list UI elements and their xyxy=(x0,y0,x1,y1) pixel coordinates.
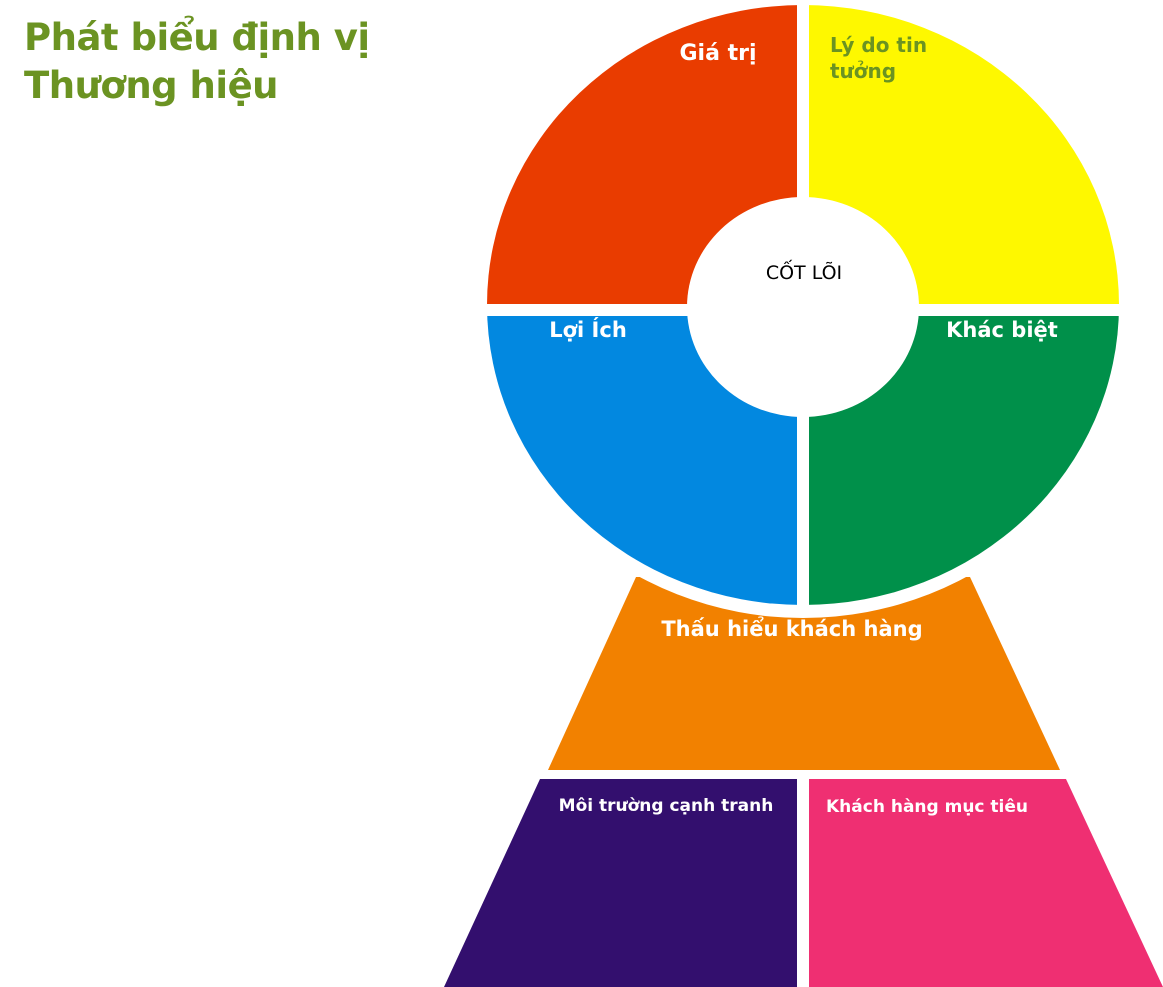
difference-label: Khác biệt xyxy=(946,318,1058,342)
target-segment xyxy=(809,779,1163,987)
reason-label-1: Lý do tin xyxy=(830,33,927,57)
target-label: Khách hàng mục tiêu xyxy=(826,797,1028,817)
divider-bottom xyxy=(797,770,809,987)
reason-label-2: tưởng xyxy=(830,59,896,83)
core-label: CỐT LÕI xyxy=(766,258,842,284)
competition-label: Môi trường cạnh tranh xyxy=(559,796,774,816)
title-line-2: Thương hiệu xyxy=(24,64,279,107)
value-label: Giá trị xyxy=(679,41,756,66)
page-title: Phát biểu định vị Thương hiệu xyxy=(24,14,370,110)
insight-label: Thấu hiểu khách hàng xyxy=(661,616,922,641)
core-circle xyxy=(687,197,919,417)
competition-segment xyxy=(444,779,797,987)
insight-trapezoid xyxy=(548,577,1060,770)
benefit-label: Lợi Ích xyxy=(549,317,627,342)
title-line-1: Phát biểu định vị xyxy=(24,16,370,59)
